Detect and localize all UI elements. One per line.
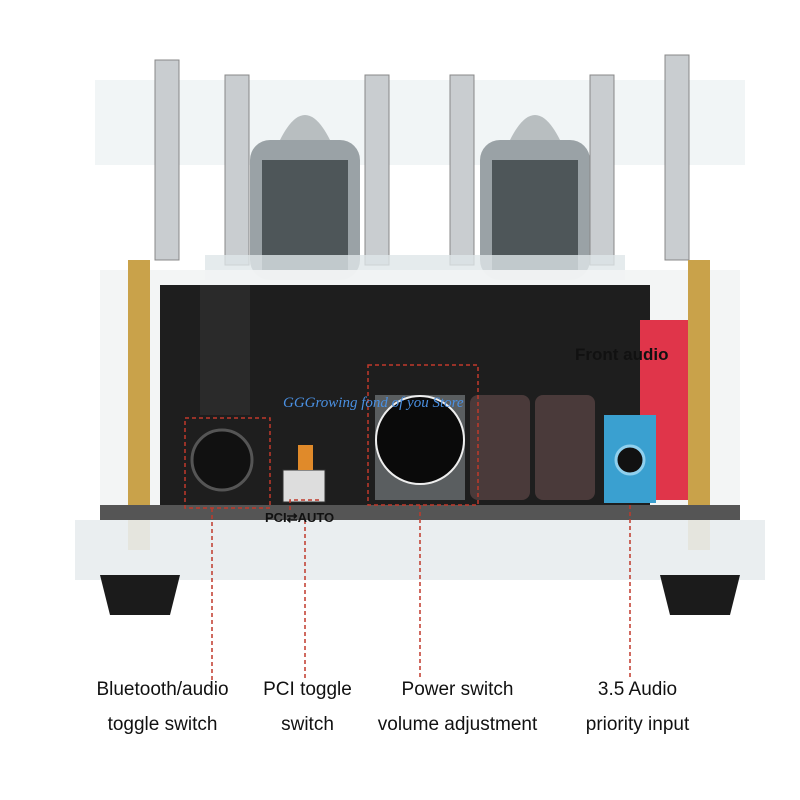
pci-auto-text: PCI⇄AUTO [265, 510, 335, 525]
foot-right [660, 575, 740, 615]
volume-knob [375, 395, 465, 485]
callout-line1: Bluetooth/audio [96, 679, 229, 700]
front-audio-text: Front audio [575, 345, 669, 364]
callout-line2: volume adjustment [377, 714, 538, 735]
pci-toggle [282, 469, 326, 503]
callout-line2: switch [281, 714, 334, 735]
callout-line1: Power switch [401, 679, 514, 700]
callout-lines [184, 364, 631, 680]
vacuum-tube-left [250, 115, 360, 280]
watermark: GGGrowing fond of you Store [283, 395, 464, 411]
vacuum-tube-right [480, 115, 590, 280]
callout-line1: 3.5 Audio [597, 679, 678, 700]
callout-line1: PCI toggle [263, 679, 352, 700]
callout-audio-input: 3.5 Audio priority input [560, 672, 715, 742]
callout-pci-toggle: PCI toggle switch [250, 672, 365, 742]
brass-standoff-left [128, 260, 150, 550]
callout-line2: priority input [585, 714, 690, 735]
top-acrylic-plate [95, 80, 745, 165]
callout-line2: toggle switch [107, 714, 218, 735]
callout-bluetooth-toggle: Bluetooth/audio toggle switch [70, 672, 255, 742]
bluetooth-toggle [190, 428, 254, 492]
callout-power-volume: Power switch volume adjustment [355, 672, 560, 742]
foot-left [100, 575, 180, 615]
brass-standoff-right [688, 260, 710, 550]
